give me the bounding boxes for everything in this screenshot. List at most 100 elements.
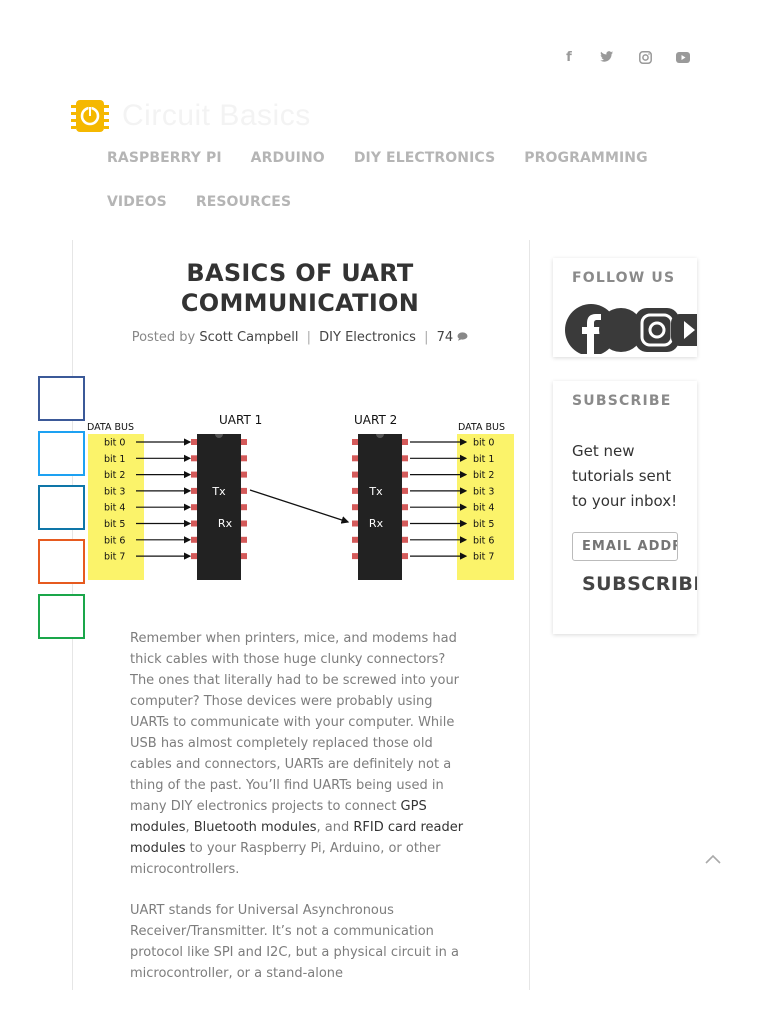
uart1-pin-left xyxy=(191,439,197,445)
scroll-top-chevron-icon[interactable] xyxy=(704,852,722,866)
uart2-pin-right xyxy=(402,520,408,527)
bit-label-left: bit 2 xyxy=(104,470,125,481)
bit-label-left: bit 3 xyxy=(104,486,125,497)
uart1-pin-left xyxy=(191,487,197,494)
uart2-pin-left xyxy=(352,439,358,445)
nav-resources[interactable]: RESOURCES xyxy=(195,194,292,210)
uart2-chip xyxy=(358,434,402,580)
nav-raspberry-pi[interactable]: RASPBERRY PI xyxy=(107,150,222,166)
uart1-pin-left xyxy=(191,536,197,543)
bit-label-right: bit 5 xyxy=(473,519,494,530)
bit-label-left: bit 1 xyxy=(104,454,125,465)
uart2-pin-left xyxy=(352,536,358,543)
comment-icon[interactable] xyxy=(457,330,468,345)
article-paragraph: UART stands for Universal Asynchronous R… xyxy=(130,903,459,981)
uart2-pin-left xyxy=(352,455,358,462)
post-meta: Posted by Scott Campbell | DIY Electroni… xyxy=(110,330,490,345)
data-bus-left-label: DATA BUS xyxy=(87,422,134,433)
bit-label-right: bit 6 xyxy=(473,535,494,546)
share-reddit-button[interactable] xyxy=(38,539,85,584)
comments-count[interactable]: 74 xyxy=(436,330,454,345)
author-link[interactable]: Scott Campbell xyxy=(199,330,299,345)
category-link[interactable]: DIY Electronics xyxy=(319,330,416,345)
uart1-pin-right xyxy=(241,520,247,527)
uart2-pin-left xyxy=(352,520,358,527)
uart1-label: UART 1 xyxy=(219,413,262,427)
youtube-icon[interactable] xyxy=(674,48,692,66)
facebook-icon[interactable]: f xyxy=(566,49,572,65)
twitter-icon[interactable] xyxy=(599,308,643,352)
uart2-pin-right xyxy=(402,471,408,478)
main-nav: RASPBERRY PI ARDUINO DIY ELECTRONICS PRO… xyxy=(107,150,667,238)
meta-separator: | xyxy=(306,330,312,345)
email-field[interactable] xyxy=(572,532,678,561)
bluetooth-modules-link[interactable]: Bluetooth modules xyxy=(193,820,317,835)
uart1-pin-right xyxy=(241,471,247,478)
uart1-pin-right xyxy=(241,487,247,494)
nav-arduino[interactable]: ARDUINO xyxy=(250,150,325,166)
share-linkedin-button[interactable] xyxy=(38,485,85,530)
instagram-icon[interactable] xyxy=(636,48,654,66)
site-name: Circuit Basics xyxy=(122,99,311,132)
bit-label-right: bit 0 xyxy=(473,438,494,449)
bit-label-right: bit 7 xyxy=(473,552,494,563)
uart1-pin-right xyxy=(241,439,247,445)
bit-label-left: bit 0 xyxy=(104,438,125,449)
follow-widget: FOLLOW US xyxy=(553,258,697,357)
uart2-pin-left xyxy=(352,553,358,560)
posted-by-label: Posted by xyxy=(131,330,196,345)
bit-label-left: bit 7 xyxy=(104,552,125,563)
site-logo[interactable]: Circuit Basics xyxy=(70,96,311,136)
uart1-rx-label: Rx xyxy=(218,517,233,530)
subscribe-text: Get new tutorials sent to your inbox! xyxy=(572,442,678,510)
youtube-icon[interactable] xyxy=(671,314,697,346)
nav-diy-electronics[interactable]: DIY ELECTRONICS xyxy=(353,150,496,166)
uart1-pin-left xyxy=(191,455,197,462)
uart2-pin-left xyxy=(352,504,358,511)
logo-chip-icon xyxy=(70,96,110,136)
article-paragraph: Remember when printers, mice, and modems… xyxy=(130,631,464,877)
uart1-pin-left xyxy=(191,471,197,478)
uart1-tx-label: Tx xyxy=(211,485,226,498)
share-email-button[interactable] xyxy=(38,594,85,639)
bit-label-right: bit 2 xyxy=(473,470,494,481)
bit-label-right: bit 1 xyxy=(473,454,494,465)
nav-videos[interactable]: VIDEOS xyxy=(107,194,167,210)
uart2-pin-right xyxy=(402,455,408,462)
bit-label-left: bit 4 xyxy=(104,503,125,514)
uart2-pin-left xyxy=(352,487,358,494)
uart1-pin-right xyxy=(241,504,247,511)
nav-programming[interactable]: PROGRAMMING xyxy=(524,150,648,166)
data-bus-left xyxy=(88,434,144,580)
uart2-pin-right xyxy=(402,553,408,560)
bit-label-left: bit 5 xyxy=(104,519,125,530)
subscribe-title: SUBSCRIBE xyxy=(572,393,672,409)
uart1-pin-right xyxy=(241,553,247,560)
uart-diagram: DATA BUS DATA BUS UART 1 UART 2 Tx Rx Tx… xyxy=(87,413,514,580)
uart2-pin-right xyxy=(402,487,408,494)
gps-modules-link[interactable]: GPS modules xyxy=(130,799,427,835)
meta-separator: | xyxy=(424,330,429,345)
tx-rx-line xyxy=(249,489,350,524)
article-body: Remember when printers, mice, and modems… xyxy=(130,628,470,1004)
uart1-chip xyxy=(197,434,241,580)
subscribe-widget: SUBSCRIBE Get new tutorials sent to your… xyxy=(553,381,697,634)
uart2-rx-label: Rx xyxy=(369,517,384,530)
uart2-pin-right xyxy=(402,504,408,511)
rfid-modules-link[interactable]: RFID card reader modules xyxy=(130,820,464,856)
share-facebook-button[interactable] xyxy=(38,376,85,421)
bit-label-right: bit 4 xyxy=(473,503,494,514)
follow-title: FOLLOW US xyxy=(572,270,676,286)
content-border-right xyxy=(529,240,530,990)
bit-label-left: bit 6 xyxy=(104,535,125,546)
uart2-pin-left xyxy=(352,471,358,478)
uart1-pin-right xyxy=(241,536,247,543)
uart2-pin-right xyxy=(402,536,408,543)
top-social-bar: f xyxy=(560,48,692,66)
twitter-icon[interactable] xyxy=(598,48,616,66)
uart2-pin-right xyxy=(402,439,408,445)
subscribe-button[interactable]: SUBSCRIBE xyxy=(582,573,697,595)
uart2-label: UART 2 xyxy=(354,413,397,427)
post-title: BASICS OF UART COMMUNICATION xyxy=(180,259,420,317)
share-twitter-button[interactable] xyxy=(38,431,85,476)
